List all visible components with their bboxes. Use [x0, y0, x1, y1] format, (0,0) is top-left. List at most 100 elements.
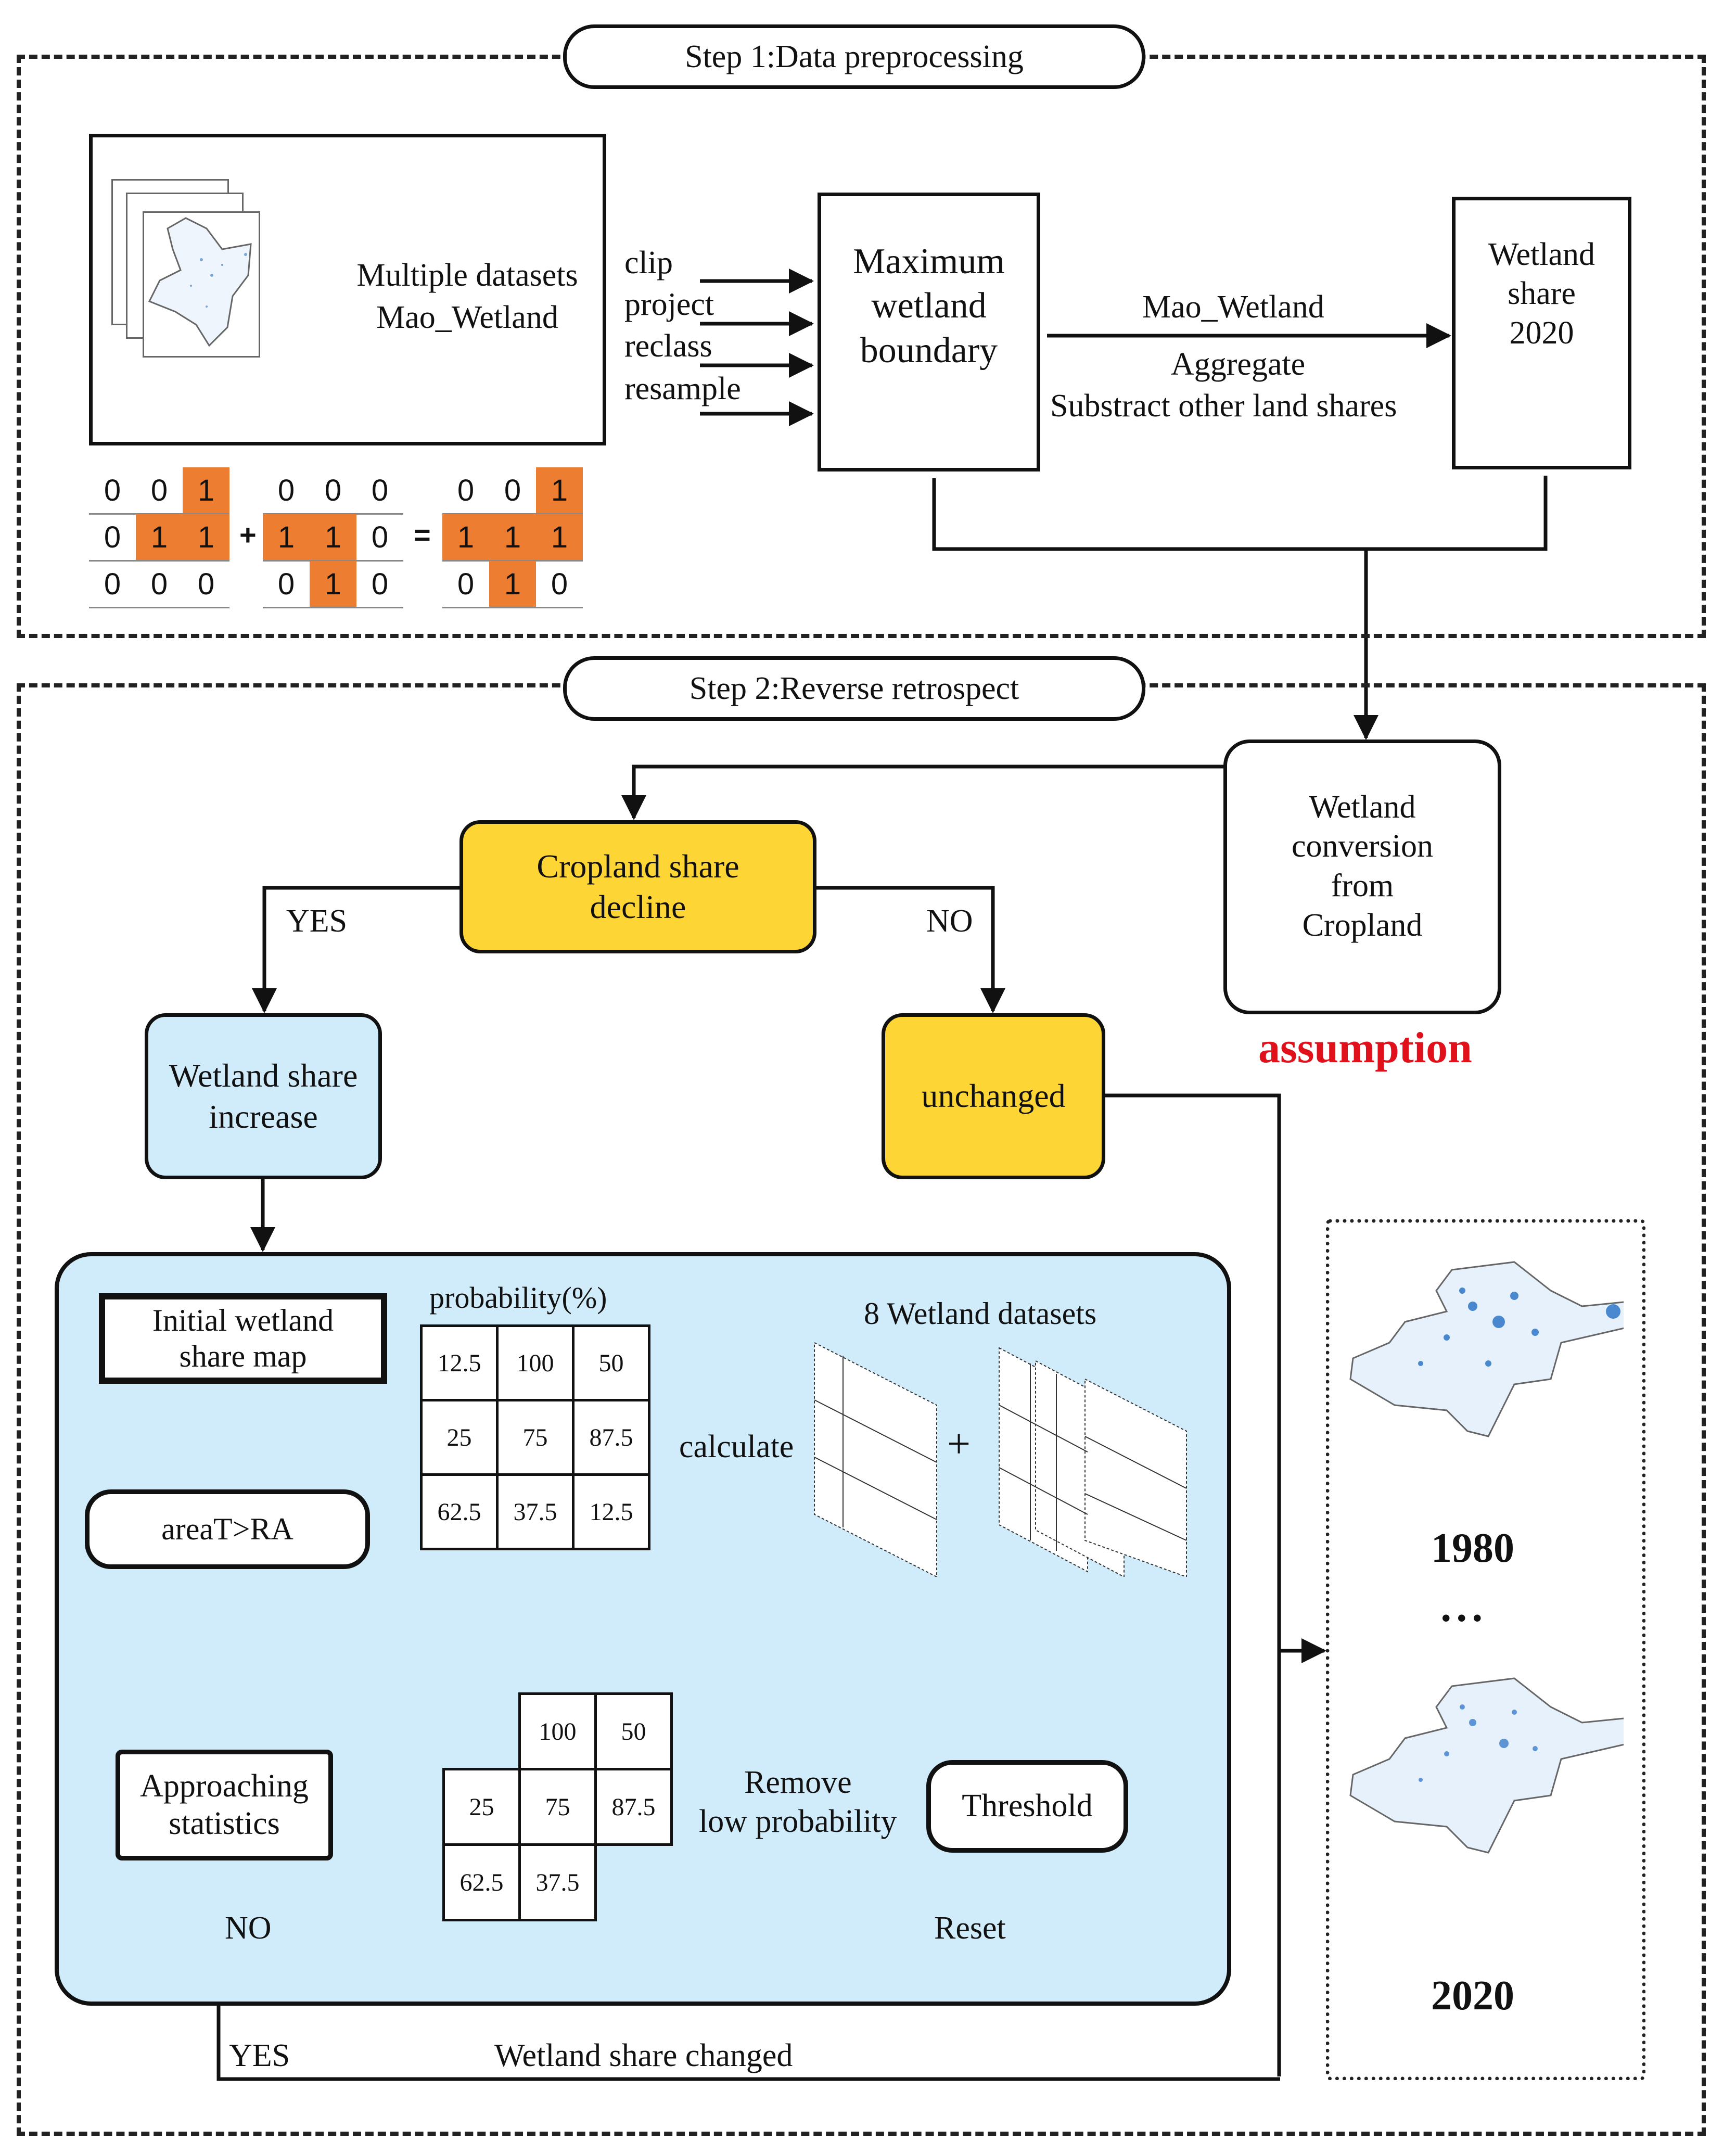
area-condition-box: areaT>RA [85, 1489, 370, 1569]
probability-cell: 37.5 [518, 1843, 597, 1921]
probability-cell: 12.5 [572, 1473, 650, 1550]
plus-sign: + [239, 518, 257, 551]
cropland-decline-box: Cropland share decline [459, 820, 816, 953]
conversion-line3: from [1331, 868, 1394, 903]
probability-title: probability(%) [429, 1281, 607, 1315]
binary-cell: 1 [183, 514, 229, 562]
binary-cell: 0 [356, 514, 403, 562]
binary-cell: 0 [310, 467, 356, 515]
year-1980: 1980 [1431, 1525, 1514, 1571]
aggregate-top-label: Mao_Wetland [1142, 289, 1324, 325]
arrow-yes [252, 886, 459, 1013]
datasets-plus: + [947, 1421, 971, 1467]
reset-label: Reset [934, 1910, 1006, 1946]
increase-line2: increase [209, 1098, 318, 1135]
datasets-label-line1: Multiple datasets [356, 258, 578, 293]
probability-cell: 50 [594, 1692, 673, 1770]
binary-cell: 0 [536, 561, 583, 608]
wetland-share-line1: Wetland [1488, 236, 1595, 272]
binary-cell: 0 [356, 561, 403, 608]
binary-cell: 0 [136, 561, 183, 608]
probability-cell: 75 [518, 1768, 597, 1846]
step1-title: Step 1:Data preprocessing [563, 24, 1145, 89]
substract-label: Substract other land shares [1050, 388, 1397, 424]
binary-cell: 1 [536, 467, 583, 515]
threshold-label: Threshold [962, 1788, 1093, 1824]
calculate-label: calculate [679, 1429, 794, 1464]
wetland-map-1980 [1349, 1261, 1624, 1437]
wetland-share-line3: 2020 [1509, 315, 1574, 351]
binary-cell: 0 [489, 467, 536, 515]
max-boundary-line2: wetland [871, 286, 987, 326]
wetland-map-2020 [1349, 1677, 1624, 1854]
op-resample: resample [624, 371, 741, 406]
binary-cell: 0 [356, 467, 403, 515]
binary-cell: 0 [263, 467, 310, 515]
probability-cell: 100 [518, 1692, 597, 1770]
initial-map-line2: share map [179, 1339, 307, 1373]
op-clip: clip [624, 245, 673, 281]
step2-title: Step 2:Reverse retrospect [563, 656, 1145, 721]
op-project: project [624, 287, 714, 322]
cropland-line2: decline [590, 888, 686, 925]
binary-cell: 0 [442, 467, 489, 515]
probability-cell: 62.5 [442, 1843, 521, 1921]
approaching-box: Approaching statistics [116, 1750, 333, 1860]
op-reclass: reclass [624, 328, 712, 364]
probability-cell: 37.5 [496, 1473, 575, 1550]
binary-cell: 1 [489, 561, 536, 608]
probability-cell: 25 [442, 1768, 521, 1846]
yes-label-2: YES [229, 2038, 290, 2073]
max-boundary-box: Maximum wetland boundary [818, 193, 1040, 471]
wetland-map-icon [148, 217, 252, 347]
probability-cell: 75 [496, 1399, 575, 1476]
initial-map-box: Initial wetland share map [99, 1293, 387, 1384]
binary-cell: 1 [310, 514, 356, 562]
area-condition-label: areaT>RA [161, 1511, 293, 1546]
binary-cell: 1 [263, 514, 310, 562]
approaching-line1: Approaching [140, 1768, 309, 1804]
binary-cell: 1 [310, 561, 356, 608]
probability-cell: 62.5 [420, 1473, 499, 1550]
initial-map-line1: Initial wetland [152, 1303, 334, 1337]
conversion-line2: conversion [1291, 829, 1434, 864]
binary-cell: 1 [183, 467, 229, 515]
datasets-panel: Multiple datasets Mao_Wetland [89, 134, 606, 445]
remove-label: Remove [744, 1765, 852, 1800]
unchanged-label: unchanged [921, 1077, 1066, 1115]
probability-cell: 87.5 [572, 1399, 650, 1476]
yes-label-1: YES [286, 903, 348, 939]
binary-cell: 0 [89, 467, 136, 515]
max-boundary-line3: boundary [860, 330, 998, 371]
binary-cell: 1 [442, 514, 489, 562]
unchanged-box: unchanged [882, 1013, 1105, 1179]
map-thumbnail-front [143, 211, 260, 358]
binary-cell: 0 [89, 514, 136, 562]
join-line [932, 476, 1548, 551]
binary-cell: 0 [183, 561, 229, 608]
no-label-1: NO [926, 903, 973, 939]
low-probability-label: low probability [699, 1804, 897, 1839]
probability-cell: 12.5 [420, 1324, 499, 1401]
datasets-8-title: 8 Wetland datasets [864, 1296, 1097, 1331]
line-unchanged [1105, 1093, 1281, 2076]
probability-cell: 100 [496, 1324, 575, 1401]
threshold-box: Threshold [926, 1760, 1128, 1853]
binary-cell: 1 [536, 514, 583, 562]
approaching-line2: statistics [169, 1805, 280, 1841]
assumption-label: assumption [1258, 1024, 1472, 1072]
probability-cell: 50 [572, 1324, 650, 1401]
equals-sign: = [414, 518, 431, 551]
binary-cell: 1 [489, 514, 536, 562]
max-boundary-line1: Maximum [853, 241, 1005, 282]
binary-cell: 0 [136, 467, 183, 515]
ellipsis: • • • [1441, 1603, 1482, 1633]
wetland-increase-box: Wetland share increase [145, 1013, 382, 1179]
year-2020: 2020 [1431, 1973, 1514, 2019]
probability-cell: 87.5 [594, 1768, 673, 1846]
dataset-stack-icon [814, 1342, 1187, 1577]
